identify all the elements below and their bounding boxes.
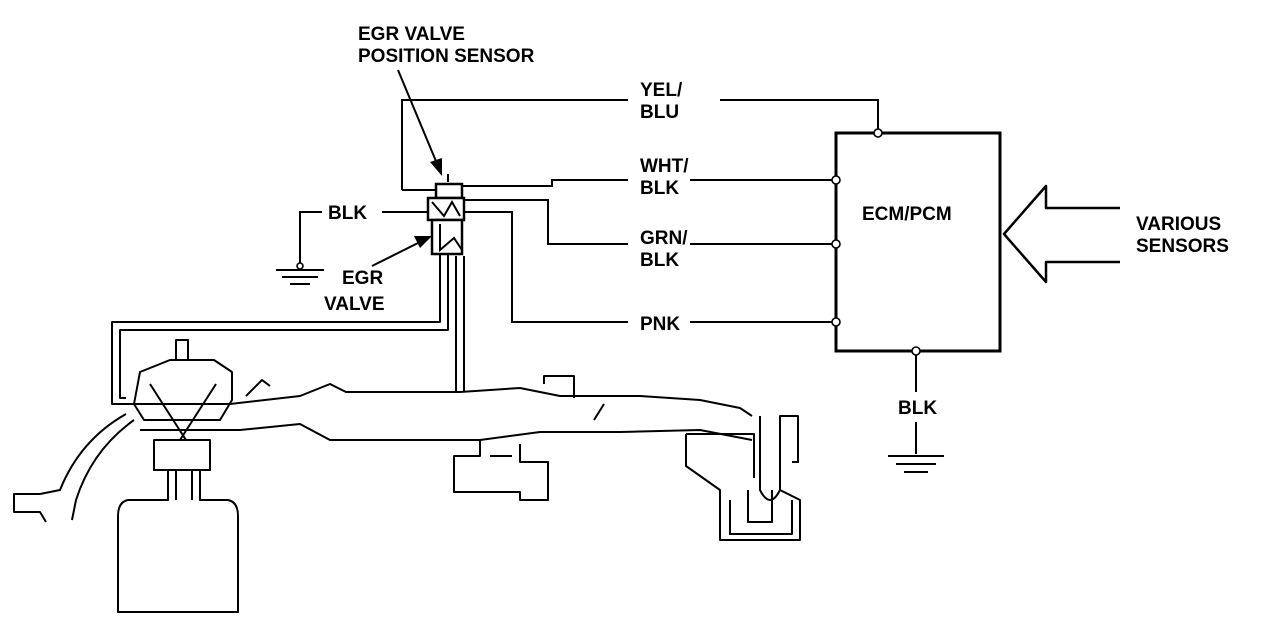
wire-label-wht-blk-line2: BLK — [640, 178, 679, 199]
ecm-pcm-label: ECM/PCM — [862, 204, 952, 225]
wire-label-wht-blk-line1: WHT/ — [640, 156, 689, 177]
egr-sensor-label-line2: POSITION SENSOR — [358, 46, 535, 67]
connector-pin-wht-blk — [831, 175, 841, 185]
connector-pin-grn-blk — [831, 239, 841, 249]
wire-label-grn-blk-line1: GRN/ — [640, 228, 688, 249]
ground-symbol-left — [276, 262, 324, 285]
various-sensors-arrow-icon — [1002, 184, 1120, 284]
throttle-body — [453, 440, 549, 501]
wire-blk-left — [299, 211, 428, 264]
exhaust-sensor — [13, 413, 135, 523]
various-sensors-label-line2: SENSORS — [1136, 236, 1229, 257]
blk-left-label: BLK — [328, 203, 367, 224]
various-sensors-label-line1: VARIOUS — [1136, 214, 1221, 235]
wire-yel-blu — [401, 99, 879, 191]
egr-sensor-label-line1: EGR VALVE — [358, 24, 465, 45]
egr-valve-assembly — [426, 174, 466, 256]
wire-label-yel-blu-line2: BLU — [640, 102, 679, 123]
wire-label-grn-blk-line2: BLK — [640, 250, 679, 271]
egr-valve-pointer-arrow-icon — [371, 236, 432, 267]
wire-pnk — [462, 211, 836, 323]
ecm-pcm-box — [834, 131, 1002, 353]
wire-label-yel-blu-line1: YEL/ — [640, 80, 683, 101]
air-cleaner — [685, 415, 801, 541]
intake-manifold — [126, 375, 753, 441]
wire-label-pnk: PNK — [640, 314, 680, 335]
wire-grn-blk — [462, 199, 836, 245]
egr-valve-label-line2: VALVE — [324, 294, 385, 315]
ground-symbol-ecm — [888, 352, 944, 473]
connector-pin-pnk — [831, 317, 841, 327]
egr-sensor-pointer-arrow-icon — [397, 69, 442, 176]
wire-wht-blk — [462, 179, 836, 187]
engine-cylinder-head — [133, 339, 271, 471]
connector-pin-blk — [911, 346, 921, 356]
connector-pin-yel-blu — [873, 128, 883, 138]
blk-ground-label: BLK — [898, 398, 937, 419]
egr-passage-pipe — [111, 254, 465, 405]
egr-valve-label-line1: EGR — [342, 268, 383, 289]
engine-block — [117, 470, 239, 613]
